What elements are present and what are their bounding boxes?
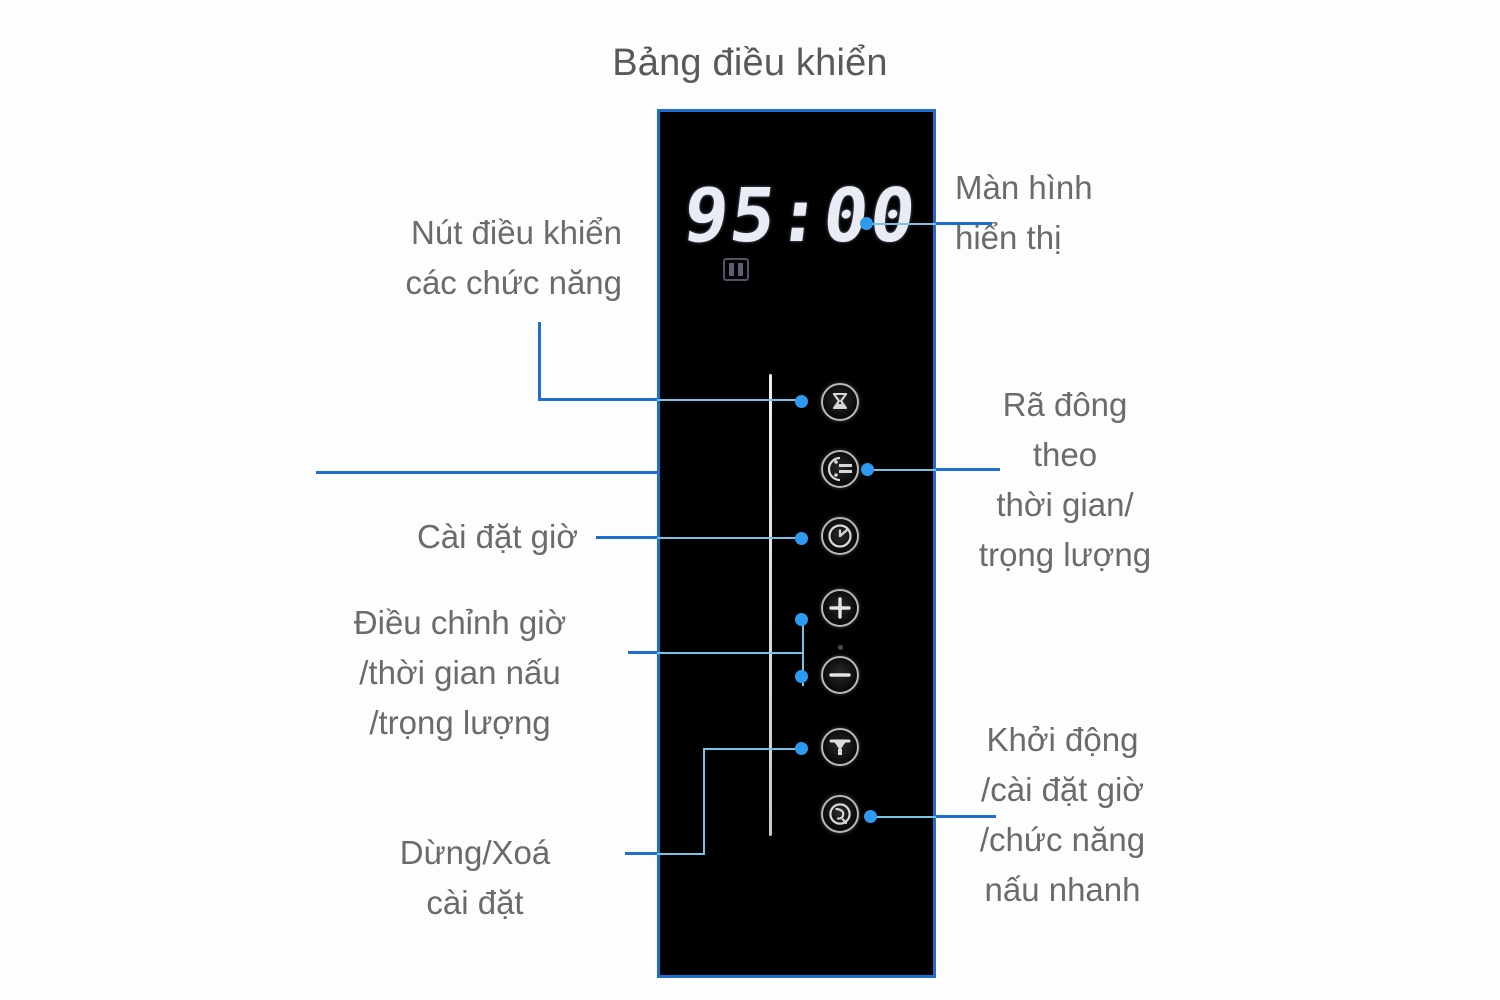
endpoint-dot-set-clock (795, 532, 808, 545)
leader-stop-inner-h1 (657, 853, 705, 855)
page-title: Bảng điều khiển (612, 42, 888, 84)
label-defrost: Rã đông theo thời gian/ trọng lượng (978, 386, 1152, 573)
leader-display-outer (936, 222, 992, 225)
clock-indicator-icon (723, 258, 749, 281)
leader-defrost-outer (936, 468, 1000, 471)
endpoint-dot-function-control (795, 395, 808, 408)
leader-set-clock-inner (657, 537, 804, 539)
endpoint-dot-defrost (861, 463, 874, 476)
leader-stop-outer (625, 852, 658, 855)
leader-function-control-vertical (538, 322, 541, 399)
leader-adjust-inner (657, 652, 804, 654)
touch-slider-rail[interactable] (769, 374, 772, 836)
leader-adjust-outer (628, 651, 658, 654)
button-increase[interactable] (821, 589, 859, 627)
button-start[interactable] (821, 795, 859, 833)
endpoint-dot-decrease (795, 670, 808, 683)
button-set-clock[interactable] (821, 517, 859, 555)
button-stop-clear[interactable] (821, 728, 859, 766)
leader-set-clock-outer (596, 536, 658, 539)
leader-secondary-line (316, 471, 658, 474)
endpoint-dot-start (864, 810, 877, 823)
lcd-display-value: 95:00 (678, 173, 923, 259)
leader-stop-inner-v (703, 748, 705, 855)
label-start-quick: Khởi động /cài đặt giờ /chức năng nấu nh… (979, 721, 1146, 908)
leader-defrost-inner (870, 469, 936, 471)
endpoint-dot-stop-clear (795, 742, 808, 755)
label-stop-clear: Dừng/Xoá cài đặt (399, 834, 551, 921)
leader-stop-inner-h2 (703, 748, 804, 750)
leader-display-inner (870, 223, 936, 225)
leader-adjust-bracket (802, 618, 804, 686)
label-display-screen: Màn hình hiển thị (955, 169, 1093, 256)
label-function-control: Nút điều khiển các chức năng (405, 214, 622, 301)
endpoint-dot-display (860, 217, 873, 230)
button-function-control[interactable] (821, 383, 859, 421)
separator-dot (838, 645, 843, 650)
leader-start-inner (873, 816, 936, 818)
button-decrease[interactable] (821, 656, 859, 694)
label-set-clock: Cài đặt giờ (416, 518, 578, 555)
leader-function-control-horizontal (538, 398, 658, 401)
leader-start-outer (936, 815, 996, 818)
label-adjust-time: Điều chỉnh giờ /thời gian nấu /trọng lượ… (353, 604, 567, 741)
leader-function-control-inner (657, 399, 804, 401)
button-defrost[interactable] (821, 450, 859, 488)
endpoint-dot-increase (795, 613, 808, 626)
